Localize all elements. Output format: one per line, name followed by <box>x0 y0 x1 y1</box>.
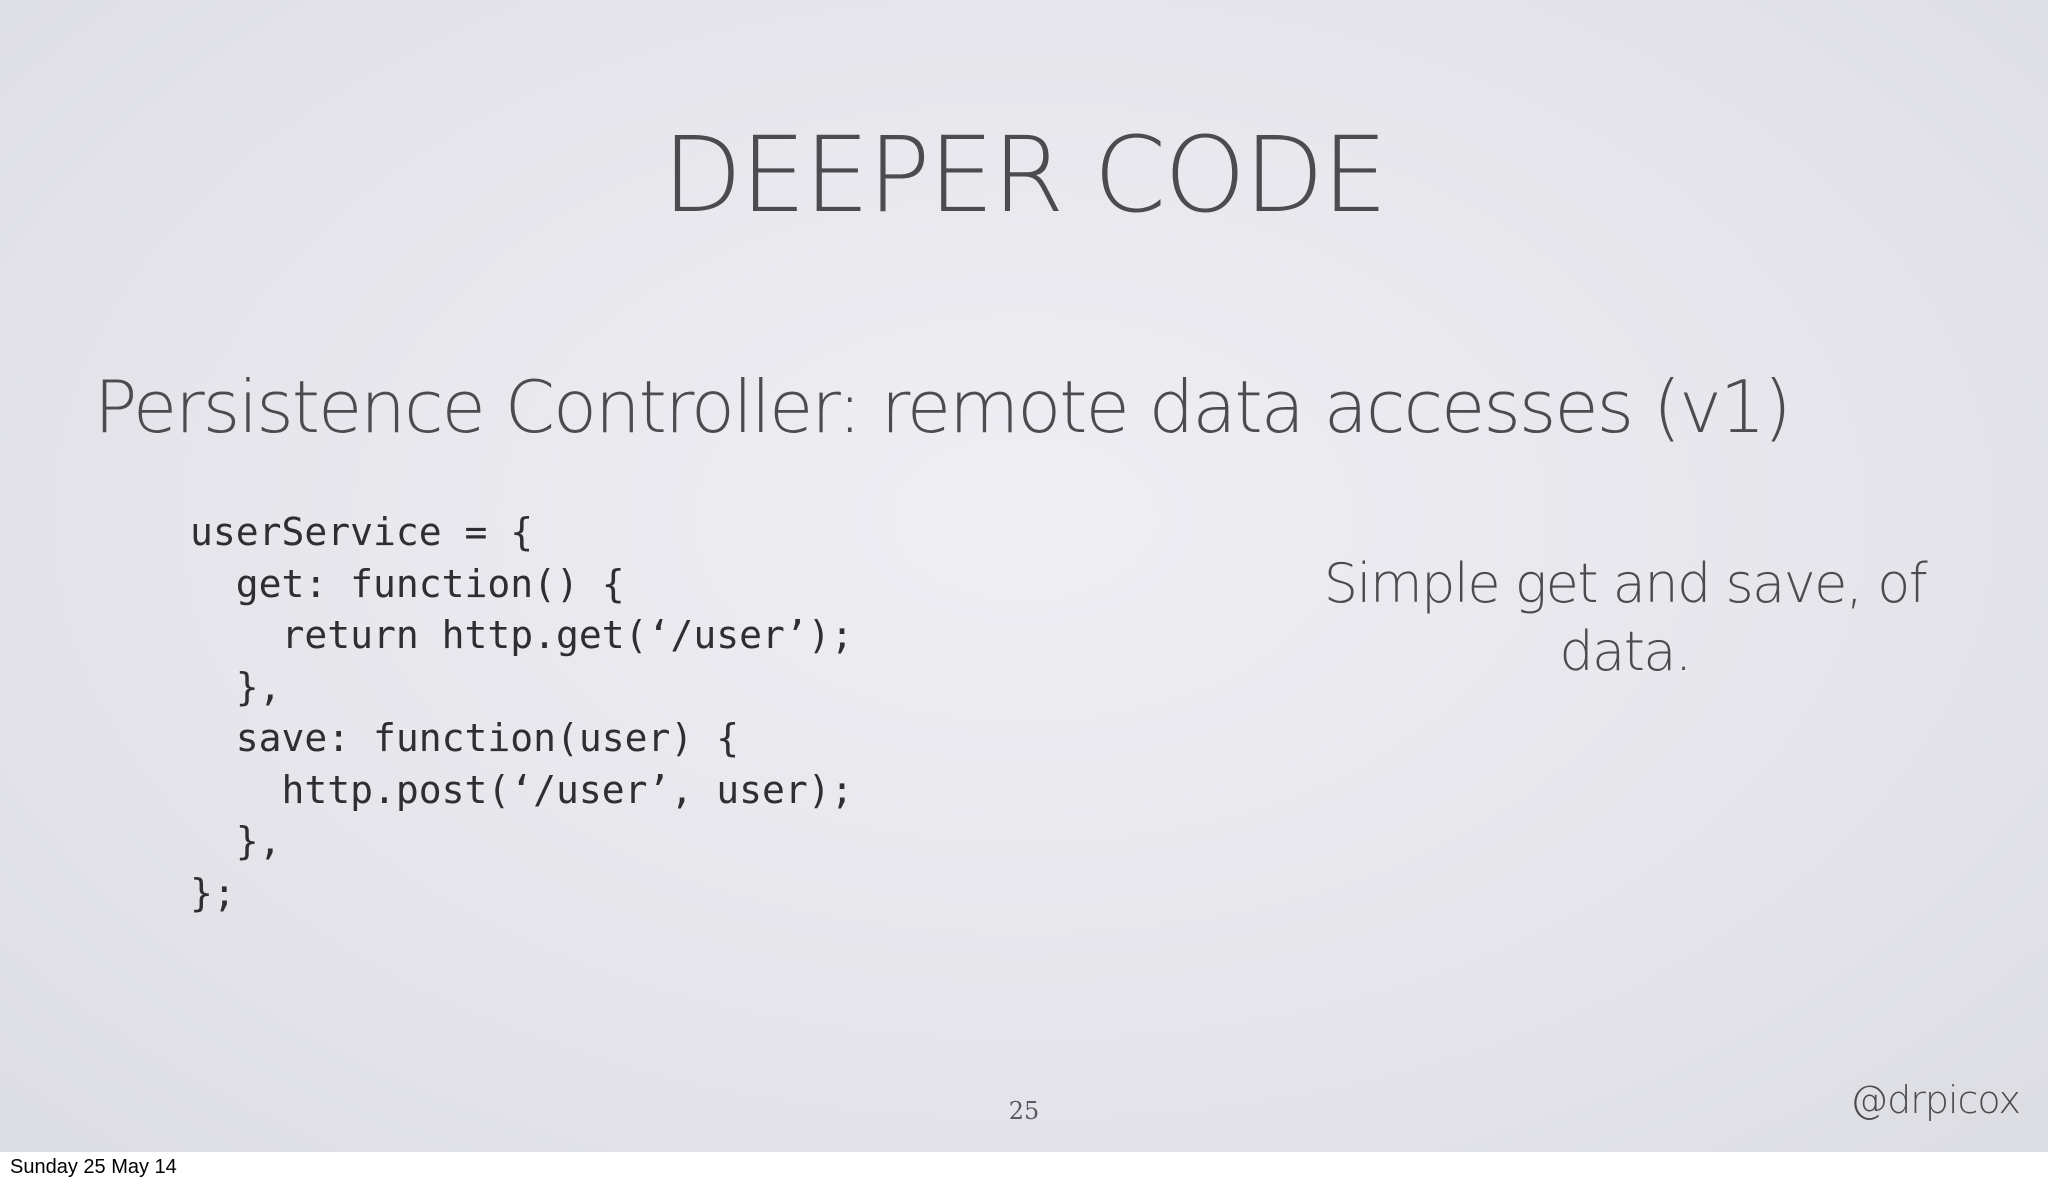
page-number: 25 <box>1008 1097 1040 1125</box>
code-line: save: function(user) { <box>190 716 740 760</box>
note-line: Simple get and save, of <box>1323 552 1928 615</box>
code-line: }, <box>190 664 282 709</box>
note-line: data. <box>1559 620 1692 683</box>
code-line: }; <box>190 870 236 915</box>
author-handle: @drpicox <box>1850 1078 2021 1122</box>
code-line: http.post(‘/user’, user); <box>190 767 854 812</box>
slide: DEEPER CODE Persistence Controller: remo… <box>0 0 2048 1152</box>
code-line: userService = { <box>190 510 534 554</box>
code-line: get: function() { <box>190 561 625 606</box>
footer-bar: Sunday 25 May 14 <box>0 1152 2048 1184</box>
footer-date: Sunday 25 May 14 <box>10 1156 177 1178</box>
slide-note: Simple get and save, of data. <box>1320 550 1930 686</box>
code-line: return http.get(‘/user’); <box>190 613 854 657</box>
slide-title: DEEPER CODE <box>662 114 1388 236</box>
code-block: userService = { get: function() { return… <box>190 507 853 919</box>
slide-heading: Persistence Controller: remote data acce… <box>94 365 1792 449</box>
code-line: }, <box>190 819 282 863</box>
